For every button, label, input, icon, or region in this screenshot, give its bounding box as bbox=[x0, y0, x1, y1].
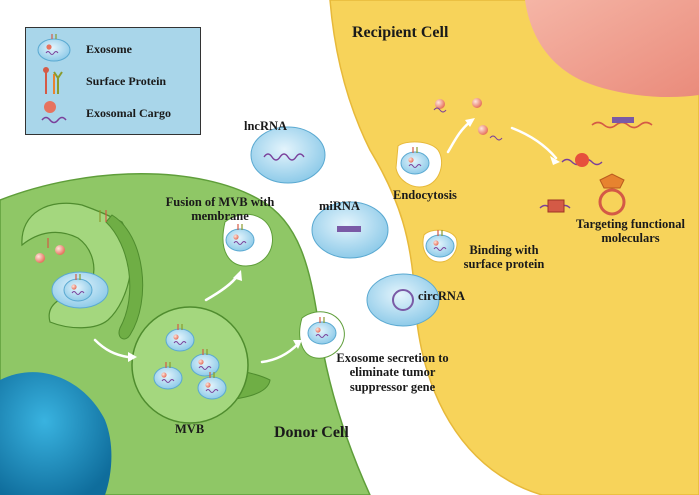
secretion-label-line3: suppressor gene bbox=[349, 379, 436, 394]
targeting-label-line1: Targeting functional bbox=[576, 217, 685, 231]
recipient-cell bbox=[329, 0, 699, 495]
circrna-label: circRNA bbox=[418, 289, 465, 303]
legend-row-surface-protein: Surface Protein bbox=[26, 66, 200, 96]
endosome-cargo bbox=[35, 210, 107, 263]
recipient-cell-label: Recipient Cell bbox=[352, 24, 449, 41]
legend-exosome-label: Exosome bbox=[86, 42, 132, 56]
fusion-label: Fusion of MVB with membrane bbox=[165, 195, 275, 224]
legend-row-cargo: Exosomal Cargo bbox=[26, 98, 200, 128]
cargo-icon bbox=[41, 101, 67, 124]
mvb bbox=[131, 306, 249, 424]
endocytosis-label: Endocytosis bbox=[393, 188, 457, 202]
recipient-nucleus bbox=[525, 0, 699, 98]
legend: Exosome Surface Protein Exosomal Cargo bbox=[25, 27, 201, 135]
donor-cell-label: Donor Cell bbox=[274, 424, 349, 441]
binding-label: Binding with surface protein bbox=[460, 243, 548, 272]
lncrna-label: lncRNA bbox=[244, 119, 288, 133]
target-molecules bbox=[539, 117, 653, 216]
surface-protein-icon bbox=[43, 67, 63, 94]
early-endosome bbox=[21, 202, 132, 329]
released-cargo bbox=[433, 98, 503, 141]
circrna-vesicle bbox=[366, 273, 440, 327]
targeting-label: Targeting functional moleculars bbox=[568, 217, 693, 246]
donor-nucleus bbox=[0, 372, 112, 495]
arrows bbox=[93, 120, 558, 364]
secretion-label-line1: Exosome secretion to bbox=[336, 351, 449, 365]
legend-surface-protein-label: Surface Protein bbox=[86, 74, 167, 88]
exosome-icon bbox=[37, 34, 71, 62]
fusion-label-line2: membrane bbox=[191, 209, 249, 224]
fusion-label-line1: Fusion of MVB with bbox=[165, 195, 275, 209]
lncrna-vesicle bbox=[250, 126, 326, 184]
mirna-vesicle bbox=[311, 201, 389, 259]
mvb-label: MVB bbox=[175, 422, 205, 436]
binding-label-line2: surface protein bbox=[463, 257, 545, 272]
legend-cargo-label: Exosomal Cargo bbox=[86, 106, 171, 120]
targeting-label-line2: moleculars bbox=[601, 231, 660, 246]
arrow-heads bbox=[128, 118, 560, 362]
binding-label-line1: Binding with bbox=[469, 243, 539, 257]
mirna-label: miRNA bbox=[319, 199, 360, 213]
legend-row-exosome: Exosome bbox=[26, 34, 200, 64]
secretion-label: Exosome secretion to eliminate tumor sup… bbox=[330, 351, 455, 394]
secretion-label-line2: eliminate tumor bbox=[349, 365, 436, 380]
